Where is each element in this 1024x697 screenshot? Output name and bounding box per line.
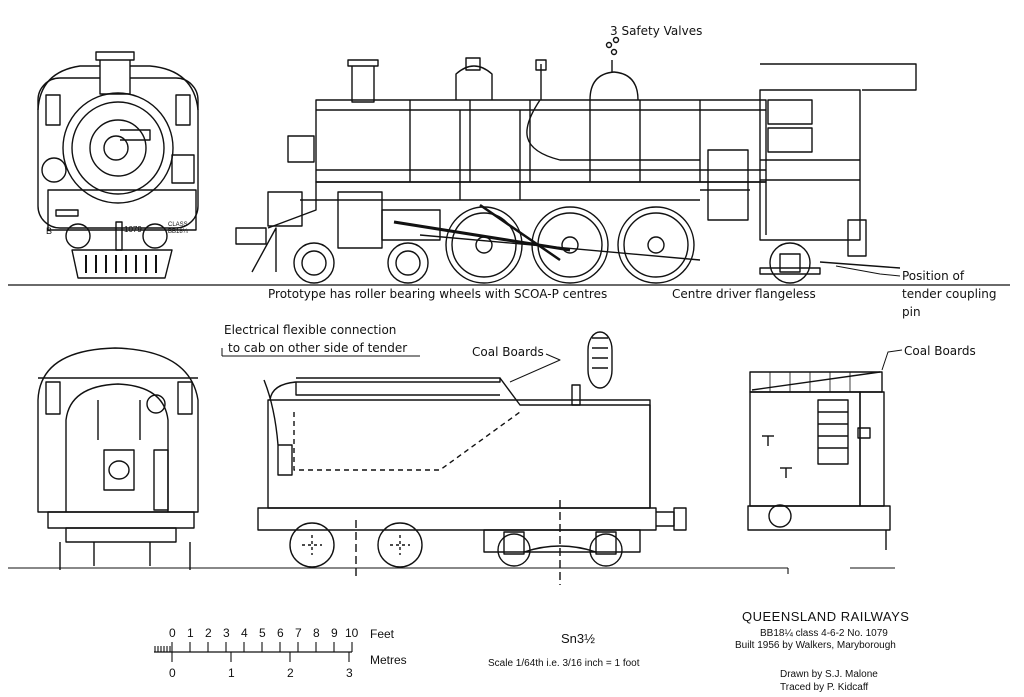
prototype-note: Prototype has roller bearing wheels with… [268, 287, 608, 301]
feet-tick-3: 3 [223, 626, 230, 640]
class-line: BB18¼ class 4-6-2 No. 1079 [760, 628, 888, 639]
coal-boards-label-end: Coal Boards [904, 344, 976, 358]
metre-tick-1: 1 [228, 666, 235, 680]
feet-tick-1: 1 [187, 626, 194, 640]
electrical-note-line2: to cab on other side of tender [228, 341, 408, 355]
feet-tick-6: 6 [277, 626, 284, 640]
electrical-note-line1: Electrical flexible connection [224, 323, 397, 337]
driving-wheels [445, 206, 695, 284]
coal-boards-label-tender: Coal Boards [472, 345, 544, 359]
feet-label: Feet [370, 627, 395, 641]
coupling-pin-line3: pin [902, 305, 921, 319]
metre-tick-3: 3 [346, 666, 353, 680]
feet-tick-10: 10 [345, 626, 359, 640]
feet-tick-5: 5 [259, 626, 266, 640]
scale-bar [154, 642, 353, 662]
front-class-plate: CLASS BB18¼ [168, 222, 188, 235]
metres-label: Metres [370, 653, 407, 667]
feet-tick-4: 4 [241, 626, 248, 640]
scale-text: Scale 1/64th i.e. 3/16 inch = 1 foot [488, 658, 640, 669]
metre-tick-2: 2 [287, 666, 294, 680]
gauge-label: Sn3½ [561, 631, 595, 646]
coupling-pin-line1: Position of [902, 269, 965, 283]
loco-side-view [235, 36, 917, 284]
drawn-by: Drawn by S.J. Malone [780, 669, 878, 680]
loco-front-view [37, 51, 199, 279]
feet-tick-0: 0 [169, 626, 176, 640]
tender-rear-view [37, 347, 199, 570]
coupling-pin-line2: tender coupling [902, 287, 997, 301]
traced-by: Traced by P. Kidcaff [780, 682, 869, 693]
built-line: Built 1956 by Walkers, Maryborough [735, 640, 896, 651]
feet-tick-7: 7 [295, 626, 302, 640]
feet-tick-8: 8 [313, 626, 320, 640]
feet-tick-2: 2 [205, 626, 212, 640]
feet-tick-9: 9 [331, 626, 338, 640]
tender-end-view [747, 371, 891, 550]
safety-valves-label: 3 Safety Valves [610, 24, 703, 38]
tender-side-view [257, 331, 687, 585]
front-letter: B [46, 226, 53, 236]
centre-driver-note: Centre driver flangeless [672, 287, 816, 301]
front-number-plate: 1079 [124, 225, 142, 234]
metre-tick-0: 0 [169, 666, 176, 680]
railway-title: QUEENSLAND RAILWAYS [742, 609, 910, 624]
